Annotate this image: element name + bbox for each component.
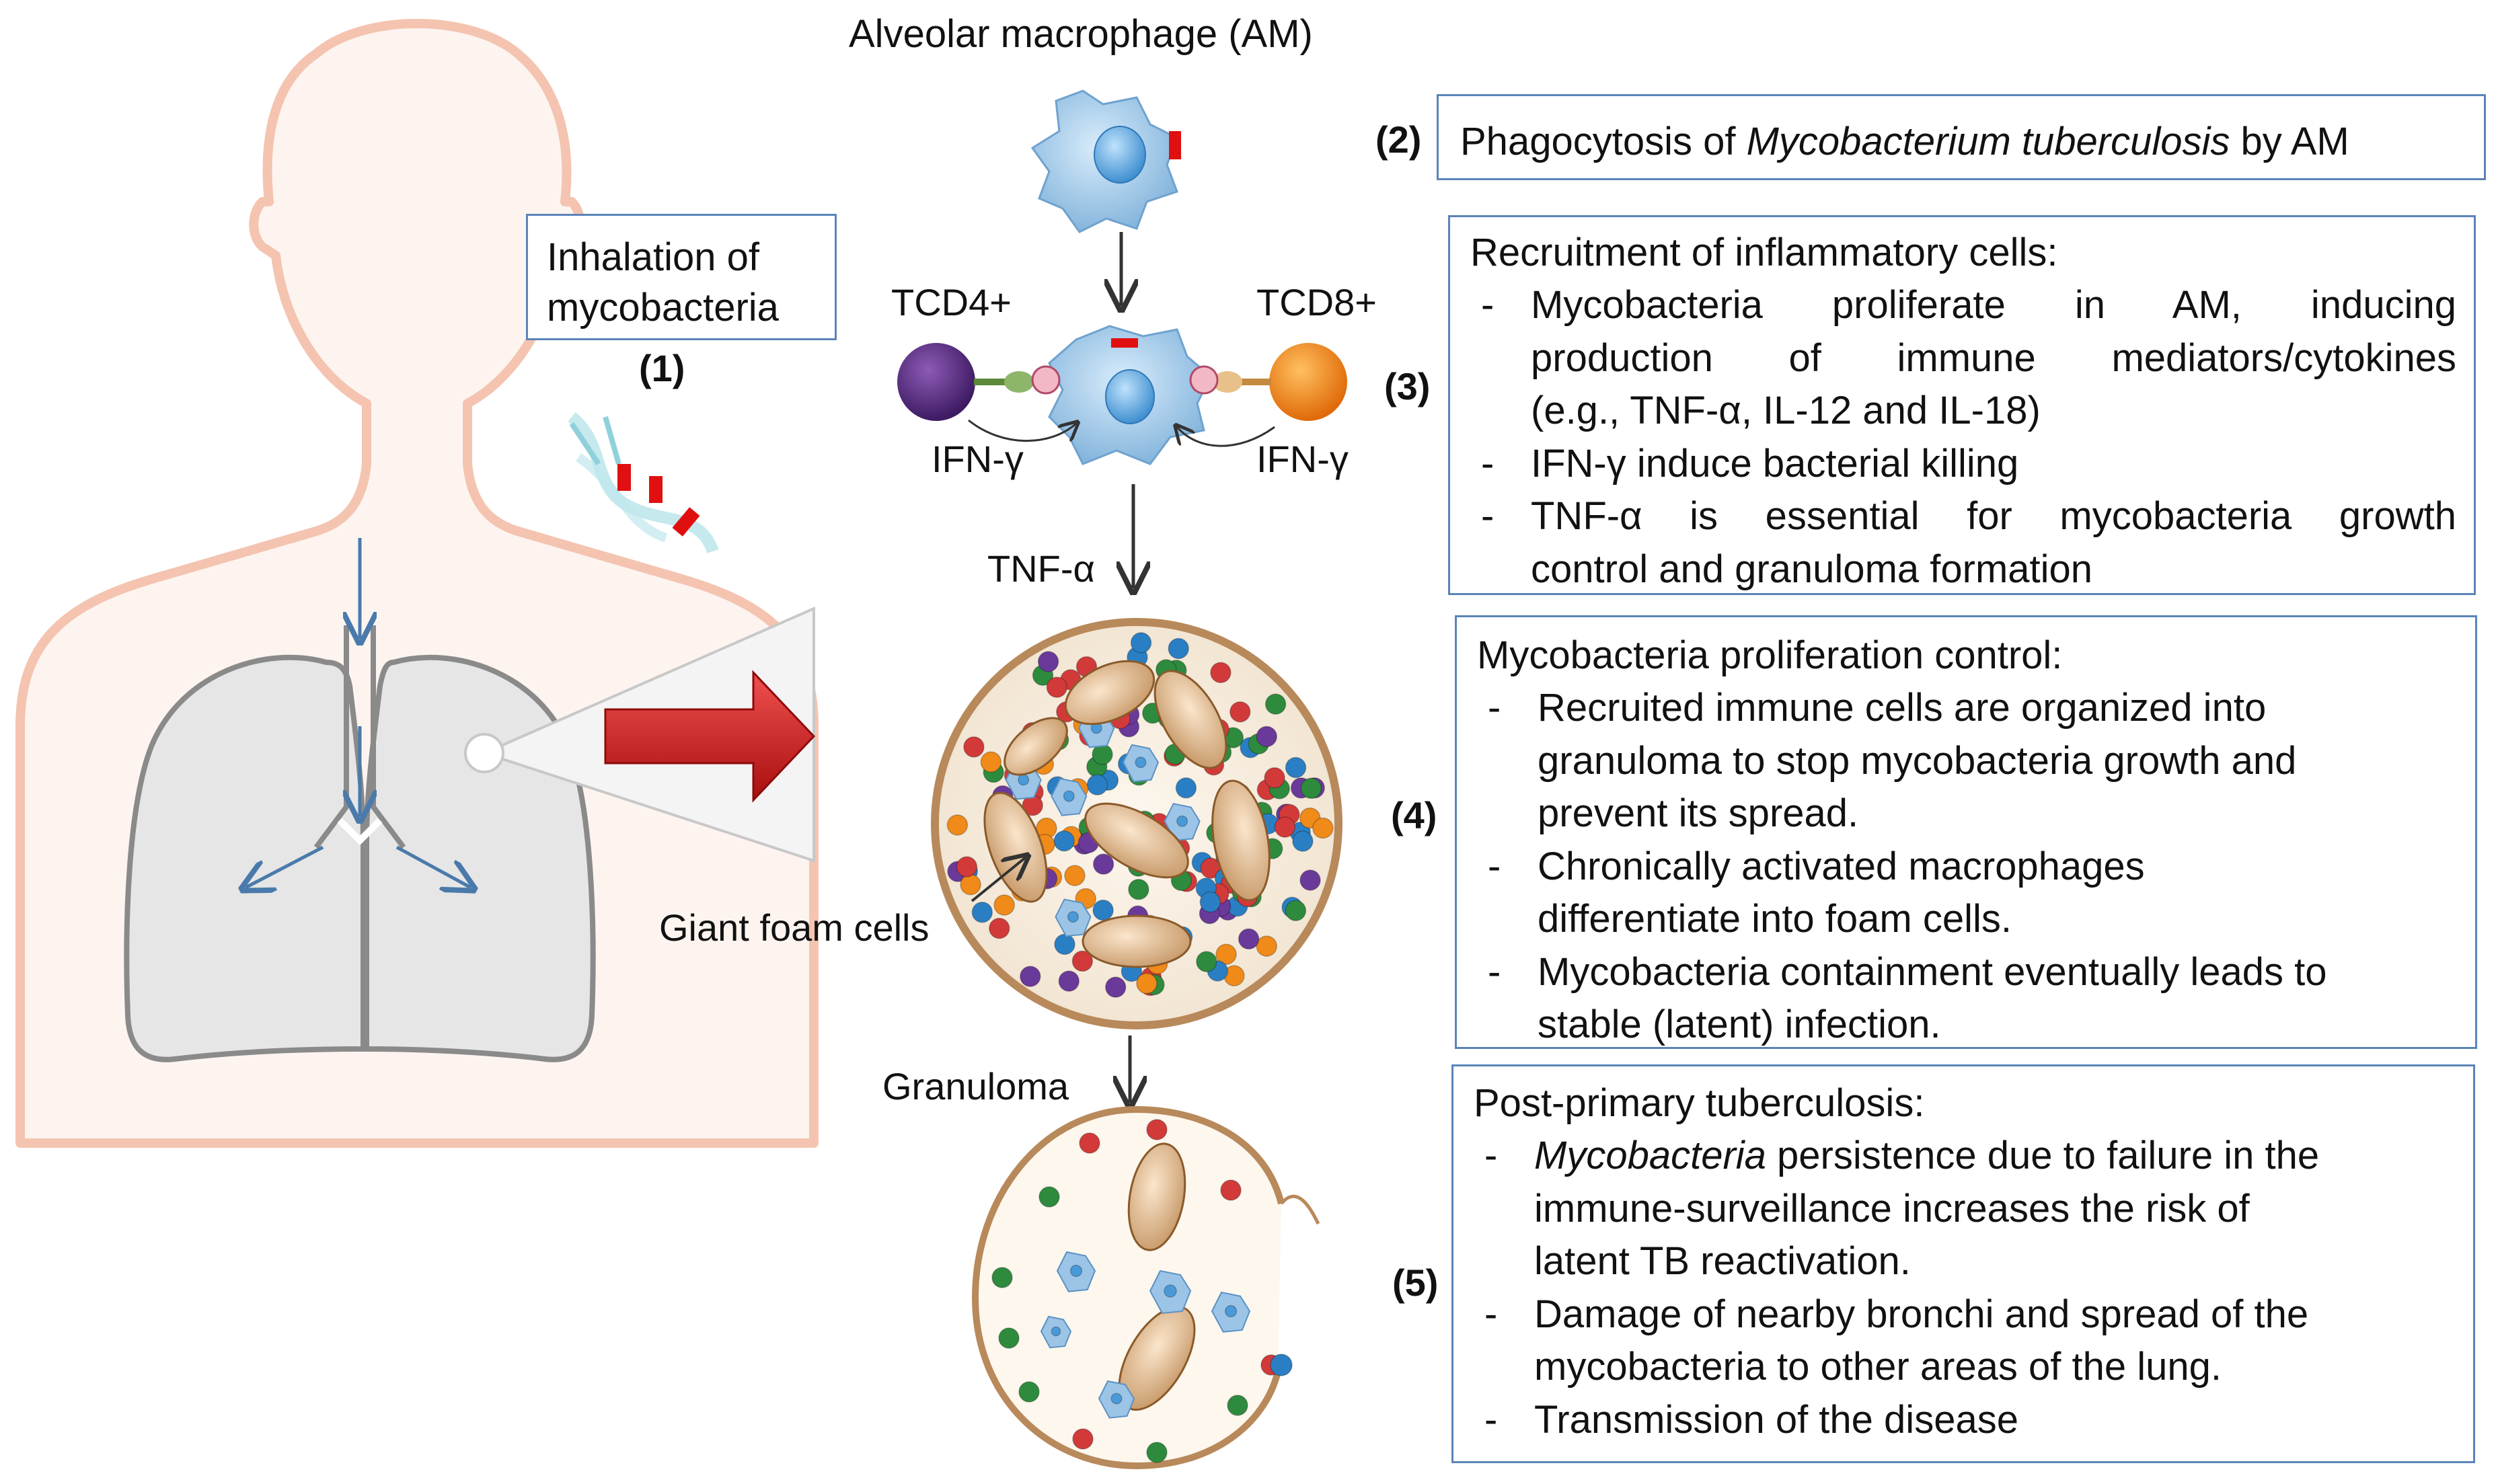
inhalation-line-2: mycobacteria [547,286,779,329]
alveolar-macrophage-label: Alveolar macrophage (AM) [849,12,1313,56]
red-arrow [604,670,816,803]
left-lung [124,654,366,1062]
inhalation-line-1: Inhalation of [547,235,760,279]
giant-foam-cells-label: Giant foam cells [659,906,930,949]
post-primary-box: Post-primary tuberculosis: - Mycobacteri… [1451,1064,2475,1463]
box2-species: Mycobacterium tuberculosis [1746,120,2230,163]
tcd8-cell [1189,343,1347,421]
recruitment-box: Recruitment of inflammatory cells: - Myc… [1448,215,2476,595]
box5-title: Post-primary tuberculosis: [1474,1081,1925,1125]
box5-item: - Transmission of the disease [1484,1397,2018,1442]
ifn-gamma-left-label: IFN-γ [932,438,1024,480]
box5-item: - Damage of nearby bronchi and spread of… [1484,1292,2309,1389]
box3-title: Recruitment of inflammatory cells: [1470,231,2058,274]
box3-list: - Mycobacteria proliferate in AM, induci… [1470,279,2456,596]
box3-item: - IFN-γ induce bacterial killing [1481,441,2019,485]
inhalation-box: Inhalation of mycobacteria [526,214,837,340]
proliferation-control-box: Mycobacteria proliferation control: - Re… [1455,615,2477,1049]
step-1-label: (1) [639,347,685,389]
step-5-label: (5) [1392,1261,1439,1304]
tcd4-cell [897,343,1061,421]
step-3-label: (3) [1384,365,1431,407]
alveolar-macrophage-icon [1030,89,1181,233]
box3-item: - TNF-α is essential for mycobacteria gr… [1481,494,2456,591]
tcd4-label: TCD4+ [891,281,1012,323]
step-2-label: (2) [1375,118,1422,161]
activated-macrophage-icon [1048,325,1212,465]
ifn-gamma-right-label: IFN-γ [1256,438,1349,480]
phagocytosis-box: Phagocytosis of Mycobacterium tuberculos… [1437,94,2486,180]
step-4-label: (4) [1391,794,1437,836]
tcd8-label: TCD8+ [1256,281,1377,323]
box4-item: - Recruited immune cells are organized i… [1488,686,2297,835]
box4-title: Mycobacteria proliferation control: [1477,633,2063,677]
granuloma-cross-section [931,618,1342,1029]
foam-cell-pointer [971,857,1026,902]
box2-prefix: Phagocytosis of [1460,120,1747,163]
ruptured-granuloma [971,1105,1320,1470]
ifn-left-arrow [968,420,1076,442]
ifn-right-arrow [1177,427,1275,447]
granuloma-label: Granuloma [882,1065,1069,1107]
box3-item: - Mycobacteria proliferate in AM, induci… [1481,283,2456,432]
box4-list: - Recruited immune cells are organized i… [1477,682,2462,1052]
box2-suffix: by AM [2230,120,2349,163]
tnf-alpha-label: TNF-α [987,547,1095,590]
box4-item: - Mycobacteria containment eventually le… [1488,949,2327,1047]
box4-item: - Chronically activated macrophages diff… [1488,844,2145,941]
box5-list: - Mycobacteria persistence due to failur… [1474,1130,2460,1446]
inhaled-mycobacteria [568,412,719,554]
box5-item: - Mycobacteria persistence due to failur… [1484,1134,2320,1283]
